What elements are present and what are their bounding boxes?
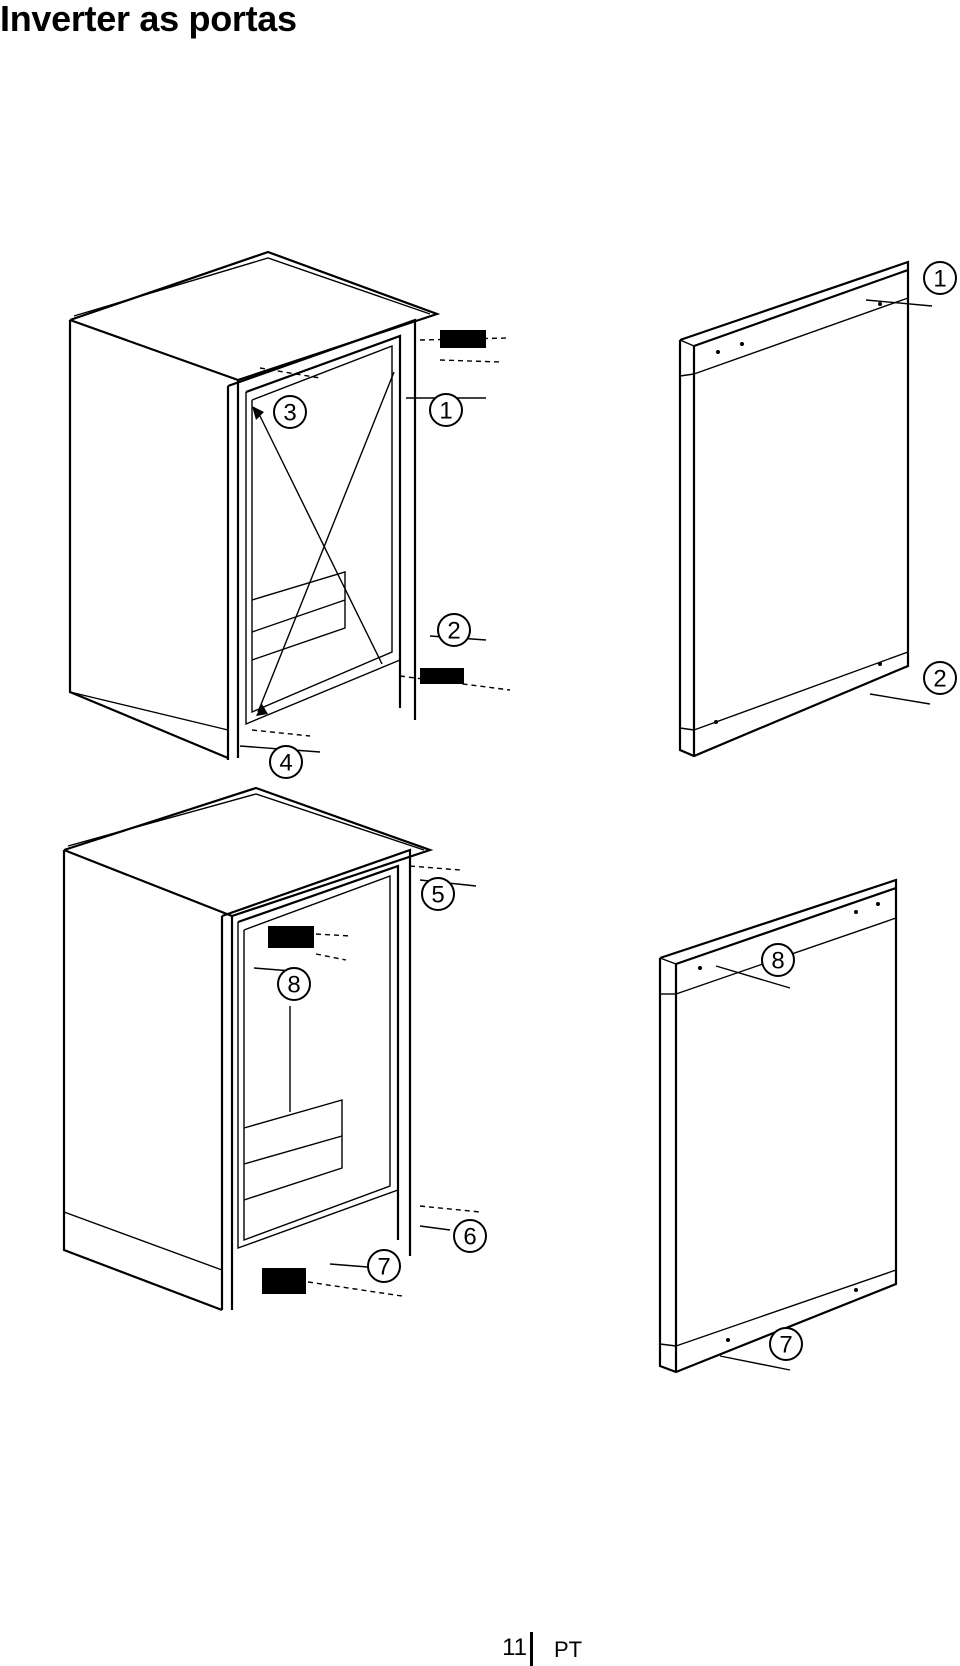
svg-text:2: 2 bbox=[447, 618, 460, 645]
callout-7-door: 7 bbox=[769, 1327, 803, 1361]
cabinet-top-illustration bbox=[68, 250, 511, 760]
callout-1-door: 1 bbox=[923, 261, 957, 295]
callout-2-top: 2 bbox=[437, 613, 471, 647]
callout-6: 6 bbox=[453, 1219, 487, 1253]
svg-text:8: 8 bbox=[771, 948, 784, 975]
callout-1-top: 1 bbox=[429, 393, 463, 427]
svg-text:7: 7 bbox=[779, 1332, 792, 1359]
svg-text:6: 6 bbox=[463, 1224, 476, 1251]
svg-text:5: 5 bbox=[431, 882, 444, 909]
callout-7-bottom: 7 bbox=[367, 1249, 401, 1283]
callout-8-door: 8 bbox=[761, 943, 795, 977]
svg-text:1: 1 bbox=[439, 398, 452, 425]
page-number: 11 bbox=[502, 1634, 527, 1661]
callout-3: 3 bbox=[273, 395, 307, 429]
svg-text:7: 7 bbox=[377, 1254, 390, 1281]
door-top-illustration bbox=[678, 260, 933, 758]
callout-4: 4 bbox=[269, 745, 303, 779]
cabinet-bottom-illustration bbox=[62, 786, 481, 1312]
language-code: PT bbox=[554, 1637, 583, 1662]
svg-text:2: 2 bbox=[933, 666, 946, 693]
callout-2-door: 2 bbox=[923, 661, 957, 695]
page-footer: 11 PT bbox=[0, 1632, 960, 1666]
svg-text:1: 1 bbox=[933, 266, 946, 293]
svg-text:8: 8 bbox=[287, 972, 300, 999]
svg-text:4: 4 bbox=[279, 750, 292, 777]
page-title: Inverter as portas bbox=[0, 0, 297, 39]
footer-divider bbox=[530, 1632, 533, 1666]
callout-5: 5 bbox=[421, 877, 455, 911]
svg-text:3: 3 bbox=[283, 400, 296, 427]
callout-8-bottom: 8 bbox=[277, 967, 311, 1001]
